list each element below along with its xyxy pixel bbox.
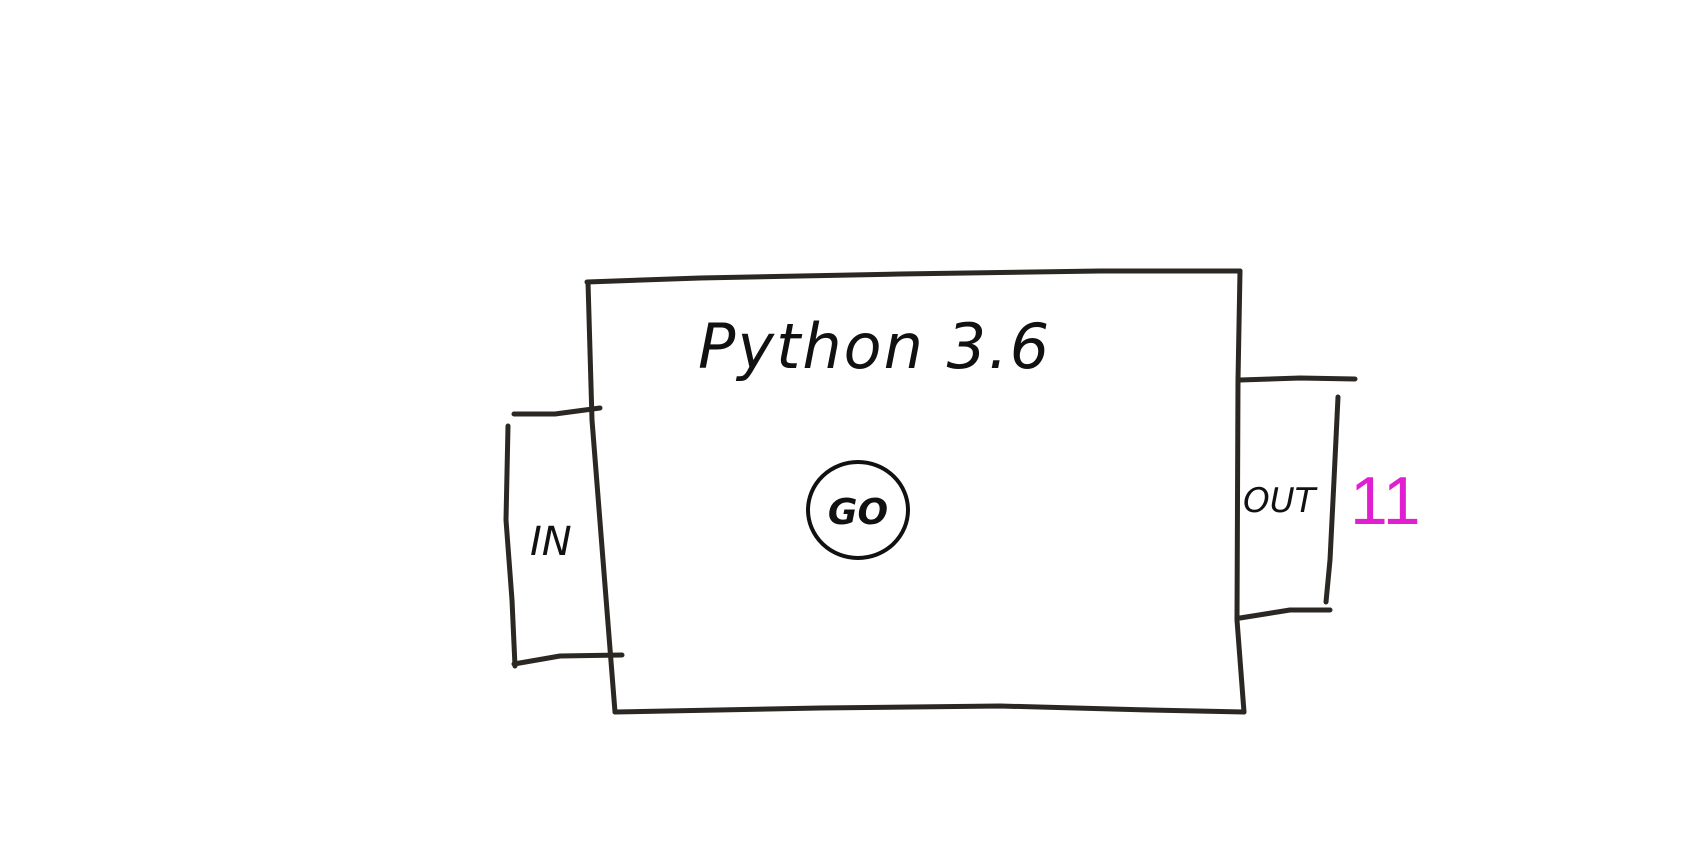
output-slot xyxy=(1237,375,1358,621)
input-slot xyxy=(503,405,625,669)
machine-box xyxy=(584,268,1247,715)
go-button-outline-icon xyxy=(806,460,910,560)
machine-title: Python 3.6 xyxy=(698,310,1051,383)
output-value: 11 xyxy=(1350,463,1421,539)
input-label: IN xyxy=(530,519,572,565)
go-button[interactable]: GO xyxy=(806,460,910,560)
go-button-label: GO xyxy=(828,492,888,533)
output-label: OUT xyxy=(1243,481,1318,521)
